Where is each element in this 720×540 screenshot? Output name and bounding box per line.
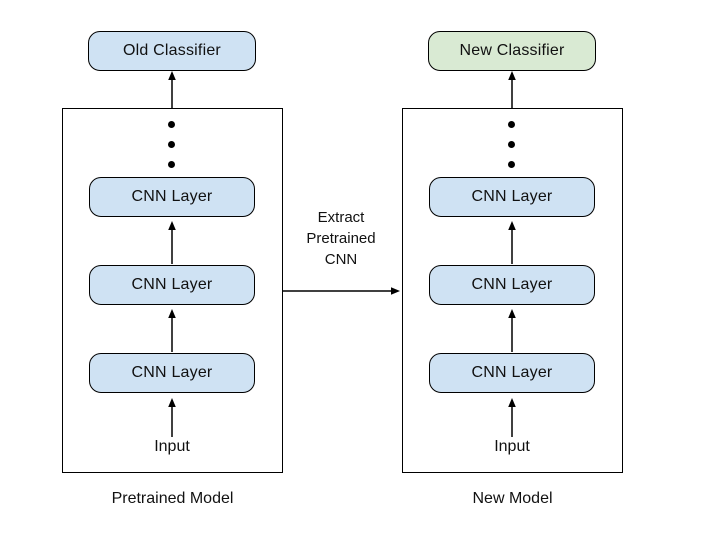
input-label: Input xyxy=(154,438,190,455)
cnn-layer-label: CNN Layer xyxy=(471,276,553,293)
arrow-right-icon xyxy=(283,287,400,295)
cnn-layer-label: CNN Layer xyxy=(131,276,213,293)
cnn-layer-label: CNN Layer xyxy=(471,364,553,381)
cnn-layer-label: CNN Layer xyxy=(131,364,213,381)
transfer-label-line: Pretrained xyxy=(306,230,376,247)
new-classifier-label: New Classifier xyxy=(459,42,565,59)
cnn-layer-box: CNN Layer xyxy=(429,177,595,217)
arrow-up-icon xyxy=(168,309,176,352)
new-model-box xyxy=(402,108,623,473)
ellipsis-dots-icon xyxy=(508,121,515,168)
cnn-layer-box: CNN Layer xyxy=(89,177,255,217)
cnn-layer-box: CNN Layer xyxy=(429,353,595,393)
arrow-up-icon xyxy=(508,71,516,109)
cnn-layer-box: CNN Layer xyxy=(89,353,255,393)
cnn-layer-label: CNN Layer xyxy=(131,188,213,205)
cnn-layer-label: CNN Layer xyxy=(471,188,553,205)
arrow-up-icon xyxy=(508,398,516,437)
pretrained-model-box xyxy=(62,108,283,473)
ellipsis-dots-icon xyxy=(168,121,175,168)
arrow-up-icon xyxy=(508,309,516,352)
arrow-up-icon xyxy=(508,221,516,264)
pretrained-model-label: Pretrained Model xyxy=(111,490,234,507)
new-model-label: New Model xyxy=(472,490,553,507)
transfer-label-line: CNN xyxy=(324,251,358,268)
cnn-layer-box: CNN Layer xyxy=(429,265,595,305)
old-classifier-label: Old Classifier xyxy=(123,42,221,59)
transfer-label-line: Extract xyxy=(317,209,365,226)
input-label: Input xyxy=(494,438,530,455)
transfer-arrow-label: Extract Pretrained CNN xyxy=(291,207,391,270)
arrow-up-icon xyxy=(168,71,176,109)
old-classifier-box: Old Classifier xyxy=(88,31,256,71)
arrow-up-icon xyxy=(168,398,176,437)
new-classifier-box: New Classifier xyxy=(428,31,596,71)
cnn-layer-box: CNN Layer xyxy=(89,265,255,305)
arrow-up-icon xyxy=(168,221,176,264)
